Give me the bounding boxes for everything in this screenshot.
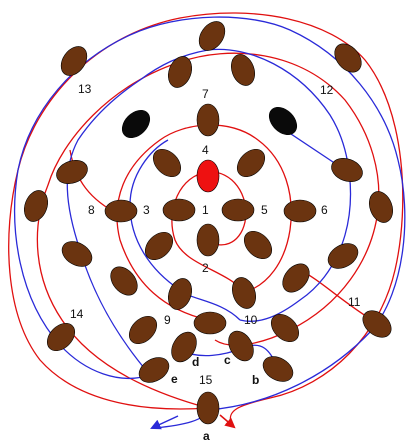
label-8: 8 <box>88 203 95 217</box>
pin-c <box>228 330 254 362</box>
label-1: 1 <box>202 203 209 217</box>
red-arrow <box>219 414 236 429</box>
pin-ring2-left-upper <box>56 160 88 184</box>
pin-9 <box>168 278 192 310</box>
pin-4-left <box>152 148 182 178</box>
label-e: e <box>171 372 178 386</box>
label-13: 13 <box>78 82 92 96</box>
pin-4-right <box>236 148 266 178</box>
pin-2 <box>196 223 220 257</box>
pin-outer-left <box>24 190 48 222</box>
pin-inner-left-lower <box>144 231 174 261</box>
pin-1 <box>196 159 220 193</box>
pin-a <box>196 391 220 425</box>
label-10: 10 <box>244 313 258 327</box>
pin-inner-right-lower <box>243 230 273 260</box>
label-4: 4 <box>202 143 209 157</box>
label-6: 6 <box>321 203 328 217</box>
label-b: b <box>252 373 259 387</box>
label-14: 14 <box>70 307 84 321</box>
pin-7 <box>196 103 220 137</box>
label-2: 2 <box>202 261 209 275</box>
pin-b <box>262 356 294 382</box>
blue-arrow <box>150 415 179 430</box>
pin-ring2-right-lower <box>327 243 359 269</box>
label-7: 7 <box>202 87 209 101</box>
pin-ring3-left-lower <box>110 266 138 296</box>
pin-5 <box>221 198 255 222</box>
label-15: 15 <box>199 373 213 387</box>
pin-d <box>171 331 197 363</box>
pin-8 <box>104 199 138 223</box>
pin-black-left <box>121 109 151 139</box>
label-a: a <box>203 429 210 443</box>
label-12: 12 <box>320 83 334 97</box>
label-d: d <box>192 355 199 369</box>
pin-center-bottom <box>193 311 227 335</box>
pin-ring3-right-lower <box>282 263 310 293</box>
pin-outer-right <box>369 191 393 223</box>
label-9: 9 <box>164 313 171 327</box>
pin-12 <box>334 43 362 73</box>
label-c: c <box>224 353 231 367</box>
pin-11 <box>362 310 392 338</box>
pin-3 <box>162 198 196 222</box>
pin-6 <box>283 199 317 223</box>
pin-13 <box>60 46 88 76</box>
pin-black-right <box>268 106 298 136</box>
blue-path <box>14 16 406 429</box>
pin-ring3-bottom-right <box>270 313 300 343</box>
pin-ring3-bottom-left <box>128 315 158 345</box>
pin-e <box>138 357 170 383</box>
pin-ring2-top-left <box>168 56 192 88</box>
label-5: 5 <box>261 203 268 217</box>
pin-14 <box>46 322 76 352</box>
pin-ring2-right-upper <box>331 158 363 182</box>
pin-ring2-top-right <box>231 54 255 86</box>
label-11: 11 <box>348 295 361 309</box>
label-3: 3 <box>143 203 150 217</box>
pin-ring2-left-lower <box>61 241 93 267</box>
pin-outer-top <box>198 21 226 51</box>
pin-10 <box>232 277 256 309</box>
